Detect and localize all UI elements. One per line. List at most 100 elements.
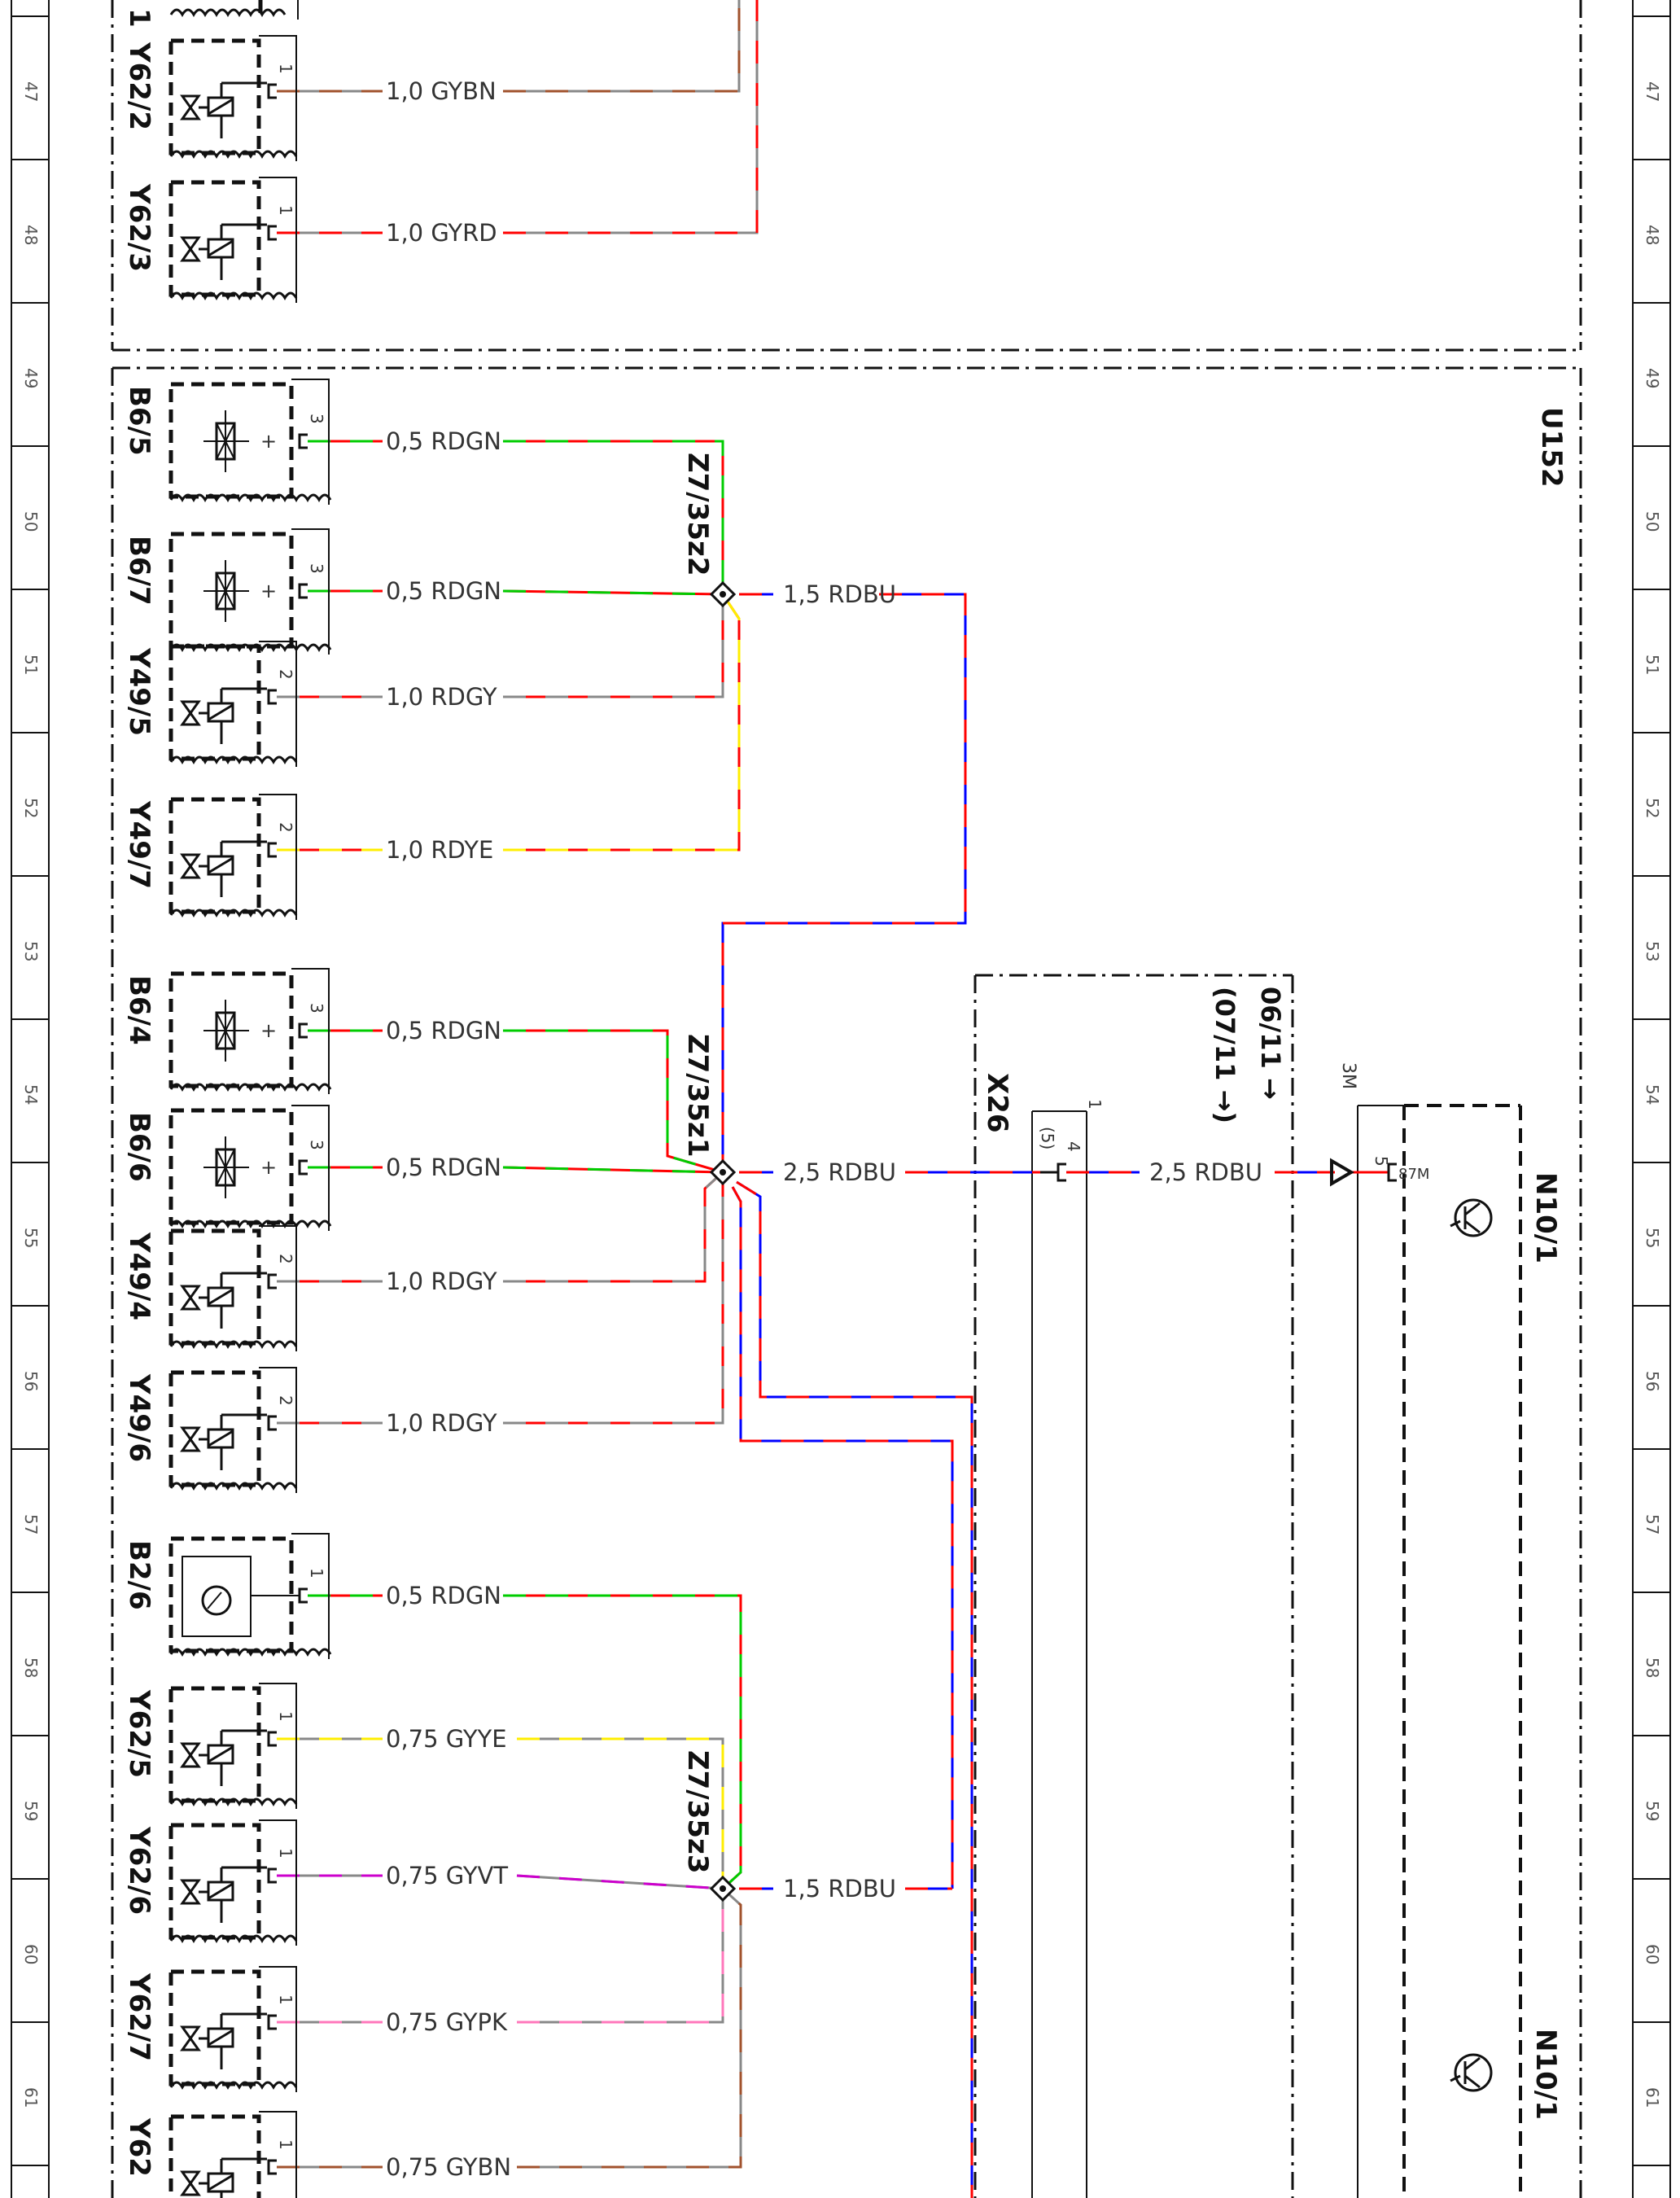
row-number: 57 (1643, 1514, 1662, 1535)
pin-stub (267, 689, 277, 705)
component-id: B6/4 (123, 975, 155, 1045)
row-number: 59 (1643, 1801, 1662, 1821)
splice-id: Z7/35z1 (681, 1034, 714, 1158)
splice-node (709, 580, 737, 608)
coil-icon (208, 2174, 234, 2191)
wire-Y62-5 (517, 1737, 724, 1889)
break-mark (169, 493, 332, 502)
component-B6-5: +3 (168, 379, 332, 505)
wire-label: 1,0 GYRD (386, 219, 497, 247)
row-number: 53 (1643, 941, 1662, 961)
component-id: Y49/4 (123, 1232, 155, 1320)
wire-label: 2,5 RDBU (1149, 1158, 1262, 1186)
row-number: 48 (1643, 225, 1662, 245)
pin-number: 3 (307, 1003, 326, 1014)
wire-label: 2,5 RDBU (783, 1158, 896, 1186)
valve-icon (180, 2025, 201, 2051)
relay-pin (1387, 1162, 1397, 1182)
row-number: 56 (1643, 1371, 1662, 1391)
transistor-icon (1450, 1198, 1493, 1237)
row-number: 59 (21, 1801, 41, 1821)
valve-icon (180, 1742, 201, 1768)
component-Y62-5: 1 (168, 1683, 298, 1809)
break-mark (169, 755, 298, 764)
wire-splice-z1-branch (736, 1180, 973, 2198)
wire-label: 0,5 RDGN (386, 1017, 501, 1044)
wire-label: 0,75 GYBN (386, 2153, 511, 2181)
row-number: 51 (1643, 655, 1662, 675)
break-mark (169, 1797, 298, 1806)
pin-stub (1057, 1162, 1066, 1182)
valve-icon (180, 2170, 201, 2196)
component-id: 1 (123, 8, 155, 28)
row-number: 58 (1643, 1657, 1662, 1678)
wire-splice-z1-branch (731, 1186, 954, 1889)
connector-x26 (1040, 1162, 1066, 1182)
row-number: 61 (21, 2087, 41, 2108)
wire-Y49-7 (503, 593, 741, 852)
pin-stub (267, 225, 277, 241)
component-id: Y62/6 (123, 1826, 155, 1915)
transistor-icon (1464, 2056, 1481, 2071)
wire-label: 0,75 GYYE (386, 1725, 507, 1753)
date-note: (07/11 →) (1210, 987, 1240, 1123)
transistor-icon (1464, 2074, 1481, 2089)
valve-icon (180, 853, 201, 879)
coil-icon (208, 1288, 234, 1306)
pin-stub (267, 83, 277, 99)
plus-sign: + (260, 1156, 277, 1179)
row-number: 54 (21, 1084, 41, 1105)
component-bracket (259, 177, 297, 303)
pin-stub (267, 1415, 277, 1431)
row-number: 50 (21, 511, 41, 532)
component-id: Y62/2 (123, 42, 155, 130)
component-id: B6/6 (123, 1112, 155, 1182)
wire-label: 0,75 GYVT (386, 1862, 508, 1889)
component-B2-6: 1 (168, 1533, 332, 1659)
wire-Y62-6 (516, 1874, 724, 1890)
transistor-icon (1464, 1219, 1481, 1234)
valve-icon (180, 1879, 201, 1905)
pin-stub (267, 1273, 277, 1289)
pin-number: 4 (1064, 1141, 1083, 1152)
row-number: 57 (21, 1514, 41, 1535)
row-number: 47 (21, 81, 41, 102)
component-B6-6: +3 (168, 1105, 332, 1231)
arrow-icon (1330, 1158, 1354, 1187)
component-bracket (259, 1225, 297, 1351)
plus-sign: + (260, 580, 277, 602)
meter-frame (182, 1556, 252, 1637)
row-number: 49 (1643, 368, 1662, 388)
component-housing (168, 2114, 261, 2198)
coil-icon (208, 1745, 234, 1763)
wire-label: 0,5 RDGN (386, 1154, 501, 1181)
wire-Y62-3 (503, 0, 759, 234)
valve-icon (180, 1285, 201, 1311)
wire-Y62 (517, 1887, 742, 2169)
pin-stub (267, 1867, 277, 1884)
date-note: 06/11 → (1255, 987, 1286, 1100)
component-id: B6/7 (123, 536, 155, 606)
row-number: 49 (21, 368, 41, 388)
splice-dot (720, 591, 726, 598)
splice-id: Z7/35z3 (681, 1750, 714, 1874)
component-Y62: 1 (168, 2111, 297, 2198)
pin-stub (267, 1731, 277, 1747)
component-bracket (259, 794, 297, 920)
valve-icon (180, 236, 201, 262)
valve-icon (180, 1426, 201, 1452)
pin-number: 2 (276, 1254, 295, 1264)
component-Y62-2: 1 (168, 35, 298, 161)
row-number: 60 (21, 1944, 41, 1964)
break-mark (169, 1219, 332, 1228)
coil-icon (208, 703, 234, 721)
wire-label: 1,5 RDBU (783, 1875, 896, 1902)
break-mark (169, 8, 287, 17)
pin-stub (267, 2014, 277, 2030)
coil-icon (208, 239, 234, 257)
component-Y62-7: 1 (168, 1966, 298, 2092)
